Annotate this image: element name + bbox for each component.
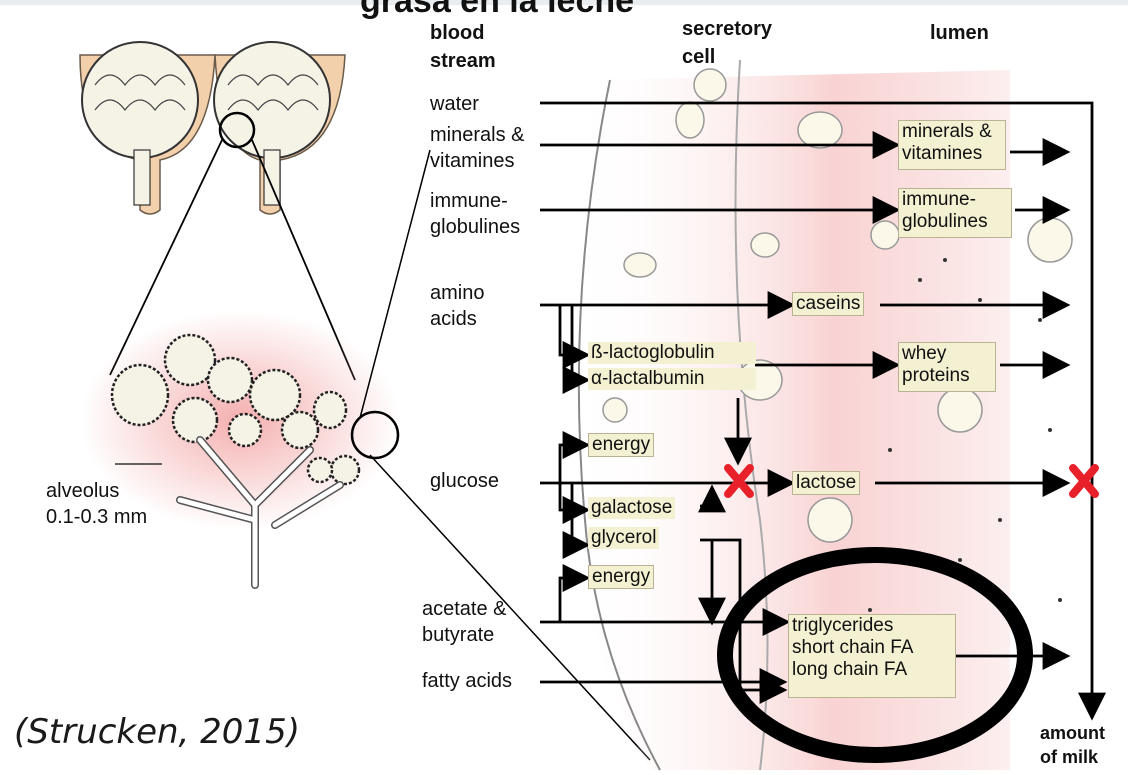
input-immuno-line1: immune- [430,190,508,213]
output-label-line2: of milk [1040,746,1098,769]
column-header-blood-line1: blood [430,22,484,45]
column-header-blood-line2: stream [430,50,496,73]
lumen-whey-line2: proteins [902,365,992,387]
input-acetate-line2: butyrate [422,624,494,647]
input-amino-line1: amino [430,282,484,305]
lumen-minerals-line2: vitamines [902,143,1002,165]
input-minerals-line2: vitamines [430,150,514,173]
alveolus-label-line2: 0.1-0.3 mm [46,506,147,529]
box-energy-bottom: energy [588,565,654,589]
fat-triglycerides: triglycerides [792,615,952,637]
box-energy-top: energy [588,433,654,457]
input-amino-line2: acids [430,308,477,331]
lumen-whey-line1: whey [902,343,992,365]
input-minerals-line1: minerals & [430,124,524,147]
slide-title: grasa en la leche [360,0,634,21]
input-acetate-line1: acetate & [422,598,507,621]
lumen-immuno-line2: globulines [902,211,1008,233]
box-lactose: lactose [792,471,860,495]
box-lumen-immuno: immune- globulines [898,188,1012,238]
box-lumen-minerals: minerals & vitamines [898,120,1006,170]
column-header-secretory-line2: cell [682,46,715,69]
box-galactose: galactose [588,497,675,519]
fat-long-chain: long chain FA [792,659,952,681]
box-caseins: caseins [792,292,864,316]
output-label-line1: amount [1040,722,1105,745]
box-glycerol: glycerol [588,527,659,549]
box-lactoglobulin: ß-lactoglobulin [588,342,756,364]
input-water: water [430,93,479,116]
input-fatty-acids: fatty acids [422,670,512,693]
citation: (Strucken, 2015) [14,712,300,752]
alveolus-label-line1: alveolus [46,480,119,503]
column-header-secretory-line1: secretory [682,18,772,41]
input-glucose: glucose [430,470,499,493]
box-fat-products: triglycerides short chain FA long chain … [788,614,956,698]
input-immuno-line2: globulines [430,216,520,239]
fat-short-chain: short chain FA [792,637,952,659]
lumen-minerals-line1: minerals & [902,121,1002,143]
lumen-immuno-line1: immune- [902,189,1008,211]
box-lactalbumin: α-lactalbumin [588,368,756,390]
column-header-lumen: lumen [930,22,989,45]
box-lumen-whey: whey proteins [898,342,996,392]
